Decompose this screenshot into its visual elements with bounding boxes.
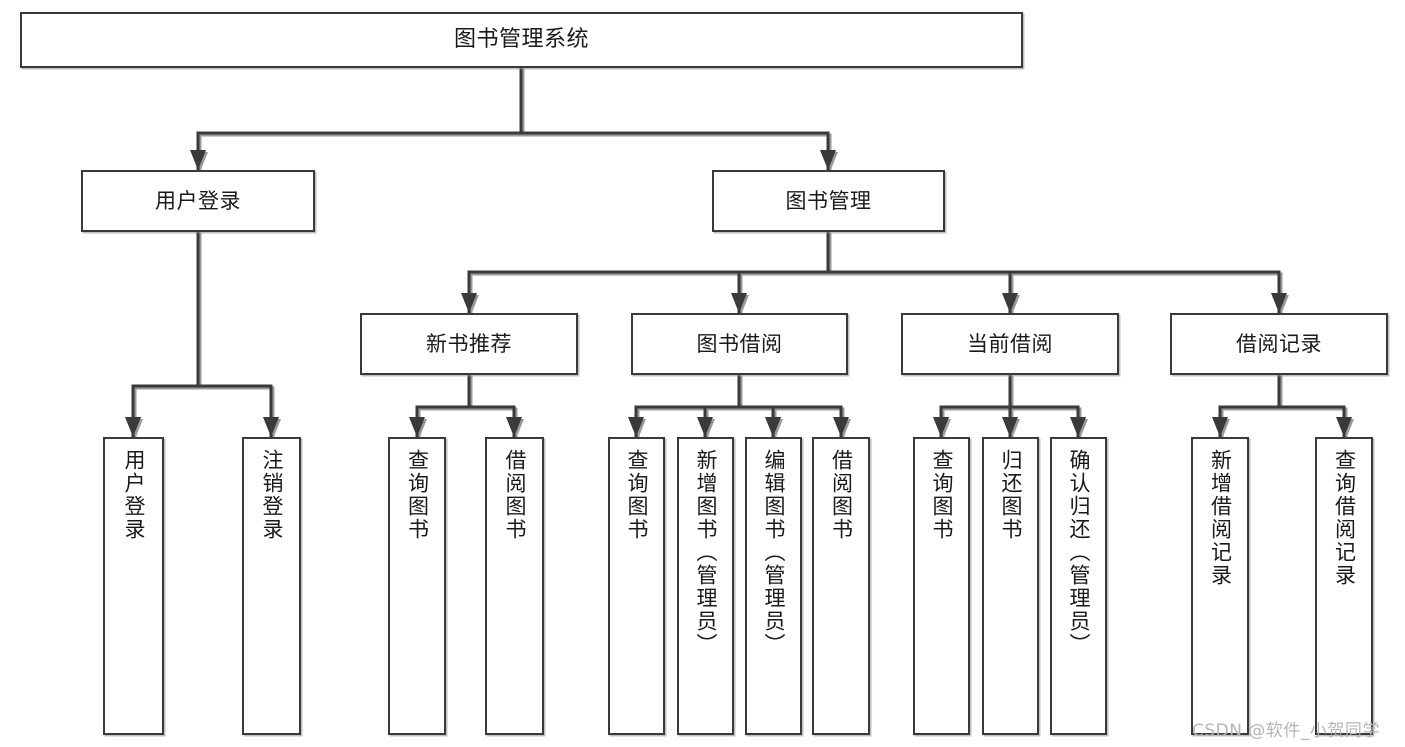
- node-leaf-borrow-book-2-label: 借阅图书: [829, 449, 854, 541]
- node-leaf-user-login-label: 用户登录: [122, 449, 146, 541]
- node-leaf-query-book-2[interactable]: 查询图书: [608, 437, 665, 735]
- node-book-borrow[interactable]: 图书借阅: [631, 313, 848, 375]
- node-leaf-query-book-2-label: 查询图书: [625, 449, 649, 541]
- node-borrow-record[interactable]: 借阅记录: [1170, 313, 1388, 375]
- node-leaf-borrow-book-2[interactable]: 借阅图书: [812, 437, 870, 735]
- node-user-login[interactable]: 用户登录: [81, 170, 315, 232]
- node-leaf-edit-book-label: 编辑图书（管理员）: [762, 449, 786, 656]
- node-leaf-logout-label: 注销登录: [260, 449, 284, 541]
- node-leaf-query-record[interactable]: 查询借阅记录: [1315, 437, 1373, 735]
- node-book-manage-label: 图书管理: [785, 188, 872, 213]
- node-leaf-confirm-return-label: 确认归还（管理员）: [1067, 449, 1091, 656]
- node-leaf-query-book-3-label: 查询图书: [930, 449, 954, 541]
- node-book-manage[interactable]: 图书管理: [712, 170, 945, 232]
- node-leaf-query-record-label: 查询借阅记录: [1332, 449, 1357, 587]
- node-new-book-recommend[interactable]: 新书推荐: [360, 313, 578, 375]
- node-leaf-query-book-1[interactable]: 查询图书: [388, 437, 446, 735]
- node-user-login-label: 用户登录: [155, 188, 241, 213]
- node-leaf-add-book[interactable]: 新增图书（管理员）: [677, 437, 734, 735]
- node-leaf-borrow-book-1-label: 借阅图书: [503, 449, 527, 541]
- node-leaf-logout[interactable]: 注销登录: [242, 437, 301, 735]
- node-leaf-query-book-1-label: 查询图书: [405, 449, 430, 541]
- node-leaf-user-login[interactable]: 用户登录: [103, 437, 164, 735]
- node-borrow-record-label: 借阅记录: [1236, 331, 1322, 356]
- node-leaf-add-record[interactable]: 新增借阅记录: [1191, 437, 1249, 735]
- node-current-borrow-label: 当前借阅: [967, 331, 1053, 356]
- watermark: CSDN @软件_小贺同学: [1192, 721, 1380, 741]
- node-leaf-return-book[interactable]: 归还图书: [982, 437, 1039, 735]
- node-root[interactable]: 图书管理系统: [20, 12, 1023, 68]
- node-leaf-edit-book[interactable]: 编辑图书（管理员）: [745, 437, 802, 735]
- node-current-borrow[interactable]: 当前借阅: [901, 313, 1119, 375]
- node-new-book-recommend-label: 新书推荐: [426, 331, 512, 356]
- node-leaf-return-book-label: 归还图书: [999, 449, 1023, 541]
- node-book-borrow-label: 图书借阅: [696, 331, 783, 356]
- node-root-label: 图书管理系统: [453, 27, 589, 53]
- node-leaf-query-book-3[interactable]: 查询图书: [913, 437, 970, 735]
- node-leaf-confirm-return[interactable]: 确认归还（管理员）: [1050, 437, 1107, 735]
- node-leaf-add-record-label: 新增借阅记录: [1208, 449, 1233, 587]
- node-leaf-add-book-label: 新增图书（管理员）: [694, 449, 718, 656]
- node-leaf-borrow-book-1[interactable]: 借阅图书: [485, 437, 544, 735]
